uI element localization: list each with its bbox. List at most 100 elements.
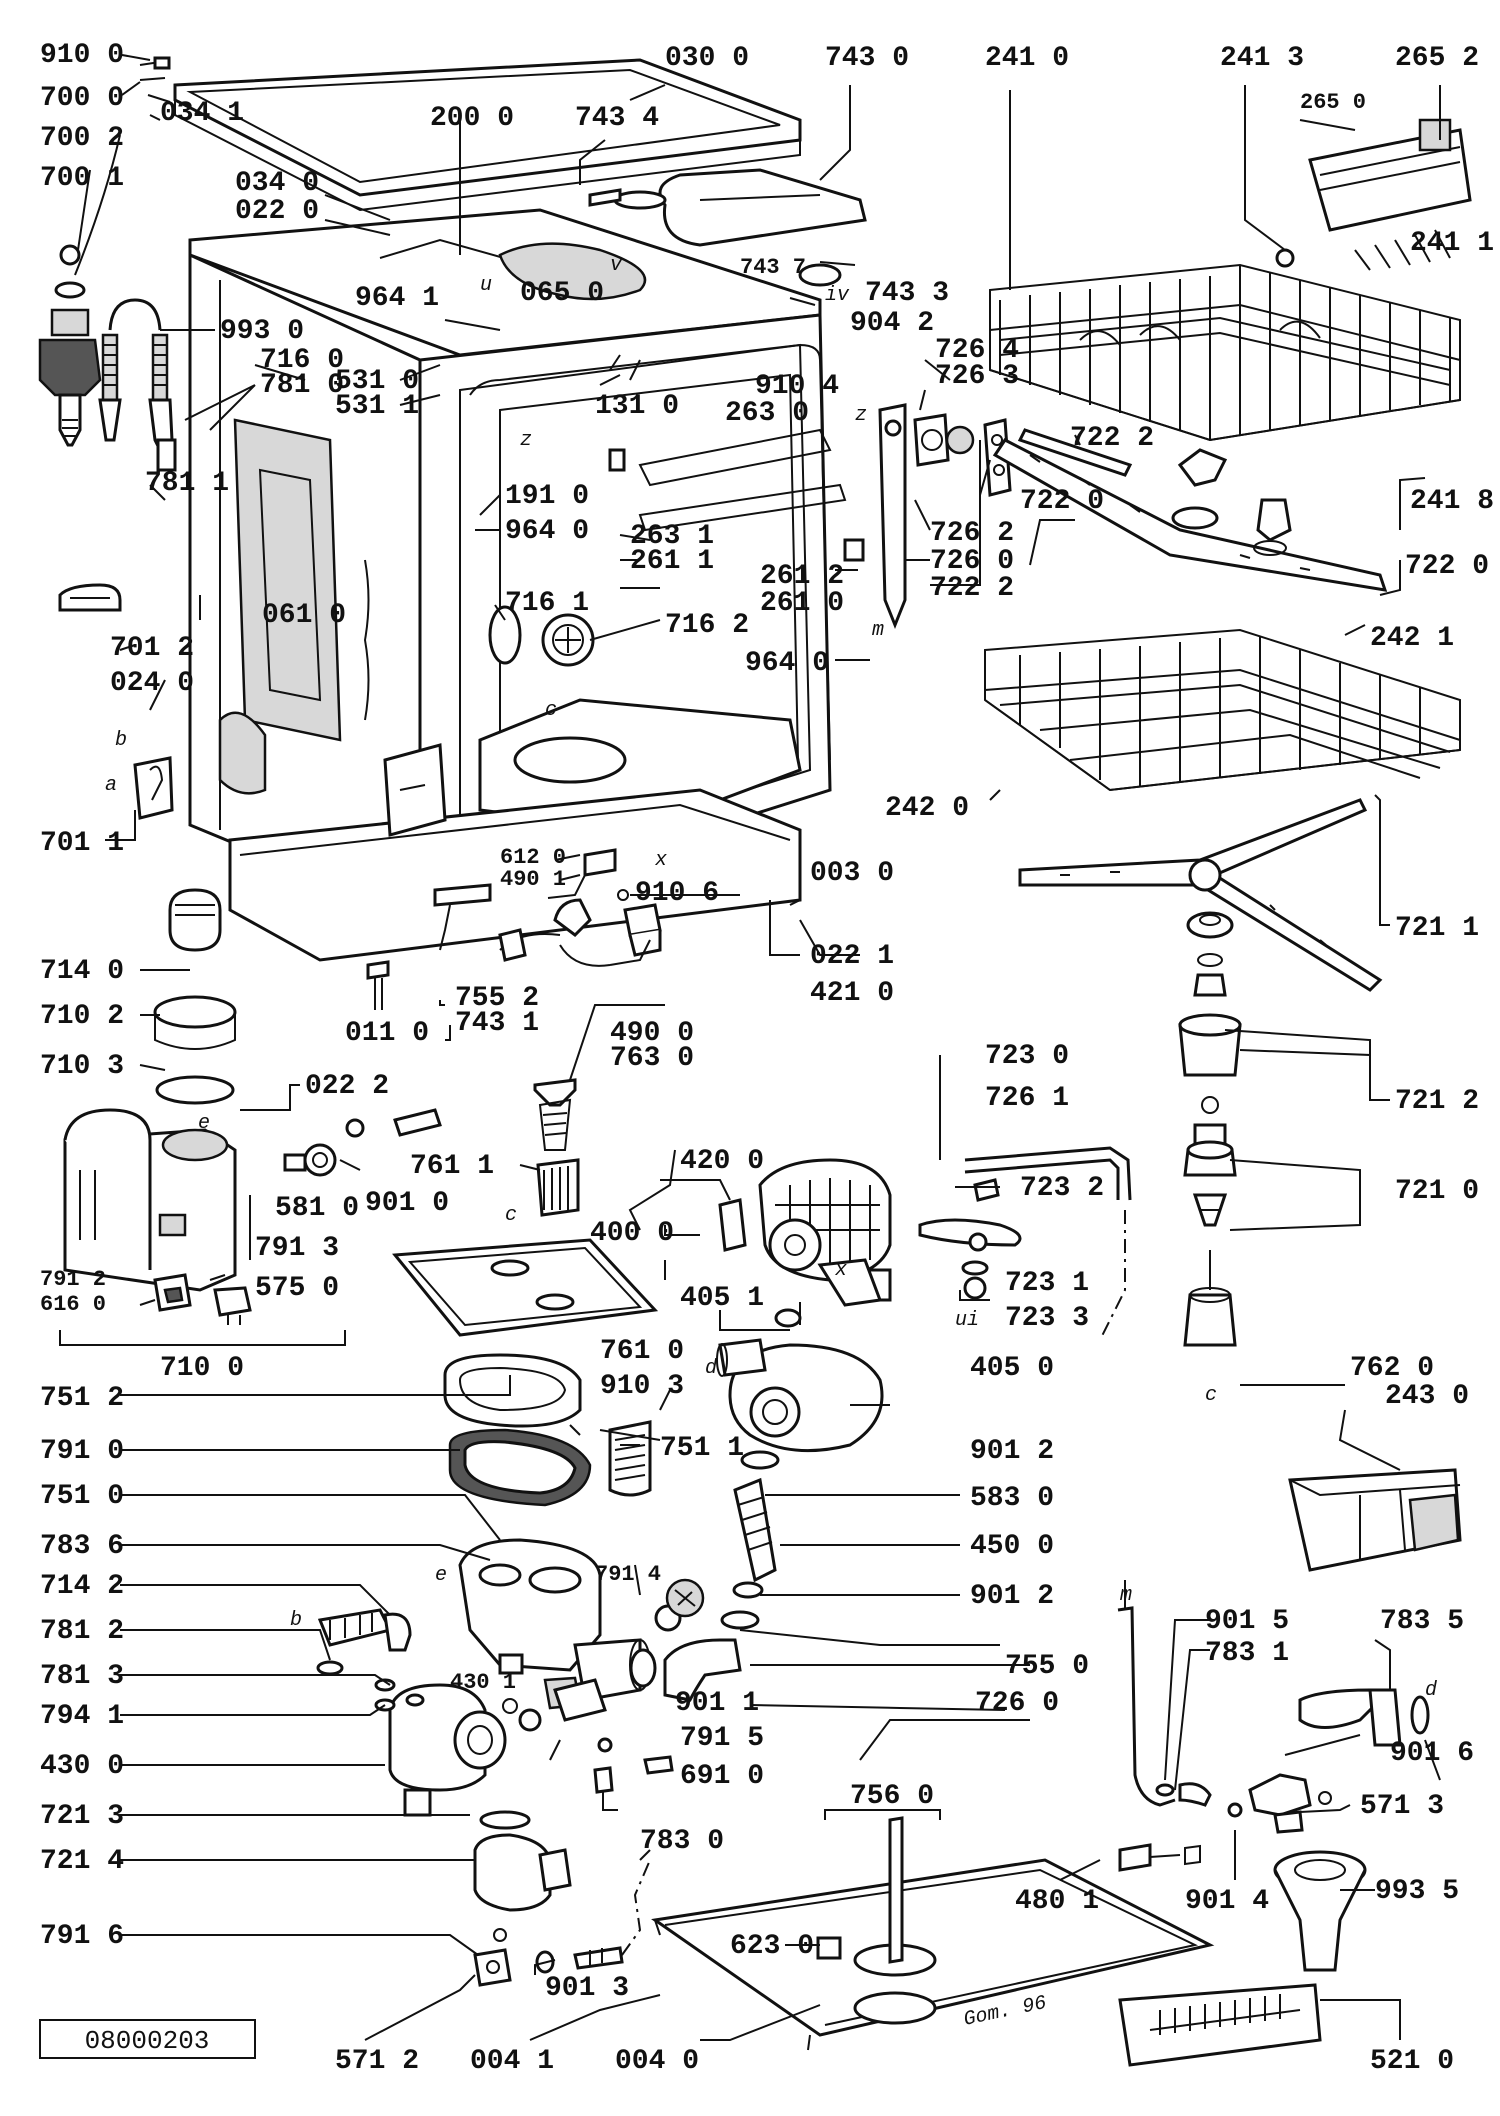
part-label: 726 3 (935, 361, 1019, 392)
part-label: 710 2 (40, 1001, 124, 1032)
air-break-pressure-switch (473, 1810, 572, 1987)
filter-plate (392, 1238, 659, 1337)
part-label: 751 1 (660, 1433, 744, 1464)
part-label: 726 1 (985, 1083, 1069, 1114)
part-label: 721 0 (1395, 1176, 1479, 1207)
cutlery-basket (1288, 1468, 1462, 1572)
part-label: 531 0 (335, 366, 419, 397)
part-label: 265 2 (1395, 43, 1479, 74)
part-label: 743 3 (865, 278, 949, 309)
part-label: 910 3 (600, 1371, 684, 1402)
part-label: 901 0 (365, 1188, 449, 1219)
connection-letter: c (505, 1204, 517, 1227)
part-label: 783 0 (640, 1826, 724, 1857)
float-detector-480 (1118, 1843, 1201, 1872)
part-label: 721 2 (1395, 1086, 1479, 1117)
part-label: 430 1 (450, 1670, 516, 1695)
part-label: 743 0 (825, 43, 909, 74)
part-label: 761 1 (410, 1151, 494, 1182)
part-label: 571 3 (1360, 1791, 1444, 1822)
part-label: 583 0 (970, 1483, 1054, 1514)
part-label: 400 0 (590, 1218, 674, 1249)
heater-hose (732, 1450, 780, 1599)
part-label: 722 0 (1020, 486, 1104, 517)
part-label: 243 0 (1385, 1381, 1469, 1412)
part-label: 241 8 (1410, 486, 1494, 517)
side-filter-751-1 (608, 1420, 652, 1497)
part-label: 571 2 (335, 2046, 419, 2077)
part-label: 781 2 (40, 1616, 124, 1647)
connection-letter: d (1425, 1679, 1437, 1702)
connection-letter: z (520, 429, 532, 452)
part-label: 003 0 (810, 858, 894, 889)
part-label: 993 0 (220, 316, 304, 347)
part-label: 723 3 (1005, 1303, 1089, 1334)
part-label: 901 6 (1390, 1738, 1474, 1769)
part-label: 910 4 (755, 371, 839, 402)
part-label: 756 0 (850, 1781, 934, 1812)
drain-tube-726-0 (1117, 1580, 1243, 1818)
part-label: 783 5 (1380, 1606, 1464, 1637)
part-label: 700 0 (40, 83, 124, 114)
part-label: 612 0 (500, 845, 566, 870)
lower-spray-arm (1018, 798, 1383, 1347)
hose-clamp-pair (98, 298, 177, 472)
part-label: 743 7 (740, 255, 806, 280)
base-tray (651, 1816, 1215, 2051)
part-label: 726 0 (930, 546, 1014, 577)
heater-bracket-755-2 (433, 883, 492, 951)
part-label: 726 4 (935, 335, 1019, 366)
clip-parts-top-left (139, 56, 171, 103)
part-label: 421 0 (810, 978, 894, 1009)
part-label: 480 1 (1015, 1886, 1099, 1917)
part-label: 910 0 (40, 40, 124, 71)
part-label: 901 2 (970, 1436, 1054, 1467)
part-label: 755 0 (1005, 1651, 1089, 1682)
part-label: 263 1 (630, 521, 714, 552)
part-label: 024 0 (110, 668, 194, 699)
cup-shelf-inserts (1275, 118, 1472, 271)
part-label: 430 0 (40, 1751, 124, 1782)
part-label: 726 2 (930, 518, 1014, 549)
part-label: 022 0 (235, 196, 319, 227)
connection-letter: b (115, 729, 127, 752)
part-label: 751 0 (40, 1481, 124, 1512)
part-label: 791 6 (40, 1921, 124, 1952)
part-label: 691 0 (680, 1761, 764, 1792)
part-label: 783 1 (1205, 1638, 1289, 1669)
pump-volute (716, 1338, 884, 1453)
part-label: 242 1 (1370, 623, 1454, 654)
part-label: 004 0 (615, 2046, 699, 2077)
door-hinge-assembly (878, 403, 1012, 630)
part-label: 261 2 (760, 561, 844, 592)
part-label: 791 4 (595, 1562, 661, 1587)
part-label: 901 4 (1185, 1886, 1269, 1917)
part-label: 710 3 (40, 1051, 124, 1082)
mains-cable-plug (498, 848, 662, 967)
part-label: 794 1 (40, 1701, 124, 1732)
part-label: 616 0 (40, 1292, 106, 1317)
softener-switches (153, 1273, 252, 1325)
part-label: 716 2 (665, 610, 749, 641)
part-label: 581 0 (275, 1193, 359, 1224)
part-label: 242 0 (885, 793, 969, 824)
part-label: 714 2 (40, 1571, 124, 1602)
part-label: 131 0 (595, 391, 679, 422)
connection-letter: c (545, 699, 557, 722)
part-label: 701 2 (110, 633, 194, 664)
part-label: 011 0 (345, 1018, 429, 1049)
part-label: 993 5 (1375, 1876, 1459, 1907)
part-label: 762 0 (1350, 1353, 1434, 1384)
part-label: 901 2 (970, 1581, 1054, 1612)
part-label: 964 0 (505, 516, 589, 547)
part-label: 721 4 (40, 1846, 124, 1877)
front-panel-521 (1118, 1983, 1322, 2067)
part-label: 781 3 (40, 1661, 124, 1692)
doc-number: 08000203 (85, 2026, 210, 2056)
drain-pump (388, 1678, 607, 1817)
upper-spray-arm (992, 428, 1388, 592)
connection-letter: x (834, 1259, 847, 1282)
hose-fittings-left (316, 1608, 425, 1712)
part-label: 751 2 (40, 1383, 124, 1414)
connection-letter: e (435, 1564, 447, 1587)
